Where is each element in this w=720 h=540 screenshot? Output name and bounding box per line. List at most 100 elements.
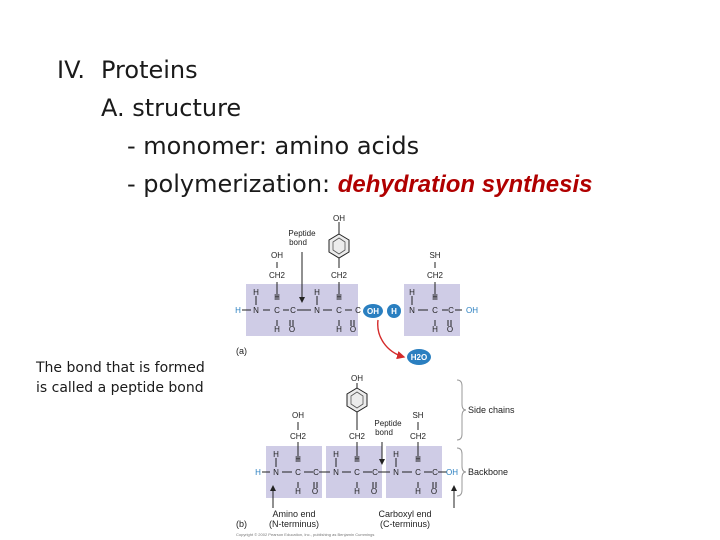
amino-acid-3-box — [404, 284, 460, 336]
peptide-bond-label-b-2: bond — [375, 428, 393, 437]
atom-sh-b: SH — [412, 411, 423, 420]
atom-o-2a: O — [350, 325, 356, 334]
water-release-arrow — [377, 319, 406, 360]
note-line-2: is called a peptide bond — [36, 380, 204, 396]
atom-h-bottom-2b: H — [354, 487, 360, 496]
atom-oh-removed: OH — [367, 307, 379, 316]
bullet-monomer: - monomer: amino acids — [127, 132, 420, 160]
subheading: A. structure — [101, 94, 242, 122]
atom-h-alpha-3a: H — [432, 293, 438, 302]
atom-ch2-3a: CH2 — [427, 271, 444, 280]
panel-b-label: (b) — [236, 519, 247, 529]
peptide-bond-note: The bond that is formed is called a pept… — [36, 358, 205, 398]
atom-c-alpha-3b: C — [415, 468, 421, 477]
atom-h-top-2b: H — [333, 450, 339, 459]
atom-c-alpha-1a: C — [274, 306, 280, 315]
atom-ch2-1b: CH2 — [290, 432, 307, 441]
atom-c-alpha-2b: C — [354, 468, 360, 477]
atom-oh-phenyl-a: OH — [333, 214, 345, 223]
amino-acid-1-box — [246, 284, 302, 336]
removed-h-bubble — [387, 304, 401, 318]
atom-h-top-1a: H — [253, 288, 259, 297]
atom-h-alpha-3b: H — [415, 455, 421, 464]
panel-a-label: (a) — [236, 346, 247, 356]
atom-h-alpha-2b: H — [354, 455, 360, 464]
copyright-notice: Copyright © 2002 Pearson Education, Inc.… — [236, 532, 374, 537]
atom-c-carbonyl-2b: C — [372, 468, 378, 477]
atom-h-alpha-1b: H — [295, 455, 301, 464]
panel-b-atoms: OH OH SH Peptide bond CH2 CH2 CH2 H H H … — [236, 374, 515, 537]
atom-c-alpha-3a: C — [432, 306, 438, 315]
n-terminus-label: (N-terminus) — [269, 519, 319, 529]
section-number: IV. — [57, 56, 86, 84]
water-bubble — [407, 349, 431, 365]
atom-ch2-2a: CH2 — [331, 271, 348, 280]
removed-oh-bubble — [363, 304, 383, 318]
panel-a-bonds — [242, 262, 462, 326]
bullet-polymerization-label: - polymerization: — [127, 170, 338, 198]
atom-h-n-terminal-b: H — [255, 468, 261, 477]
atom-h-bottom-1a: H — [274, 325, 280, 334]
amino-end-label: Amino end — [272, 509, 315, 519]
carboxyl-end-label: Carboxyl end — [378, 509, 431, 519]
dehydration-synthesis-term: dehydration synthesis — [337, 171, 593, 198]
atom-n-2a: N — [314, 306, 320, 315]
atom-n-1a: N — [253, 306, 259, 315]
atom-c-carbonyl-1a: C — [290, 306, 296, 315]
side-chains-label: Side chains — [468, 405, 515, 415]
atom-h-bottom-2a: H — [336, 325, 342, 334]
atom-h-bottom-3b: H — [415, 487, 421, 496]
c-terminus-label: (C-terminus) — [380, 519, 430, 529]
atom-c-alpha-1b: C — [295, 468, 301, 477]
atom-o-1b: O — [312, 487, 318, 496]
atom-ch2-2b: CH2 — [349, 432, 366, 441]
atom-h-bottom-3a: H — [432, 325, 438, 334]
atom-c-carbonyl-3b: C — [432, 468, 438, 477]
phenyl-ring-a-inner — [332, 237, 346, 255]
atom-h-top-2a: H — [314, 288, 320, 297]
peptide-bond-label-a-2: bond — [289, 238, 307, 247]
atom-c-carbonyl-2a: C — [355, 306, 361, 315]
note-line-1: The bond that is formed — [36, 360, 205, 376]
atom-ch2-1a: CH2 — [269, 271, 286, 280]
atom-h-alpha-2a: H — [336, 293, 342, 302]
atom-sh-a: SH — [429, 251, 440, 260]
atom-h-bottom-1b: H — [295, 487, 301, 496]
backbone-label: Backbone — [468, 467, 508, 477]
phenyl-ring-b-inner — [350, 391, 364, 409]
atom-n-1b: N — [273, 468, 279, 477]
section-title: Proteins — [101, 56, 198, 84]
atom-h-top-1b: H — [273, 450, 279, 459]
atom-n-3b: N — [393, 468, 399, 477]
panel-a — [242, 222, 462, 365]
atom-n-2b: N — [333, 468, 339, 477]
atom-o-2b: O — [371, 487, 377, 496]
panel-b-bonds — [262, 422, 447, 488]
atom-h-top-3a: H — [409, 288, 415, 297]
atom-oh-1a: OH — [271, 251, 283, 260]
atom-n-3a: N — [409, 306, 415, 315]
peptide-bond-label-a-1: Peptide — [288, 229, 316, 238]
atom-o-3a: O — [447, 325, 453, 334]
atom-h-top-3b: H — [393, 450, 399, 459]
atom-oh-1b: OH — [292, 411, 304, 420]
water-label: H2O — [411, 353, 427, 362]
residue-3-box — [386, 446, 442, 498]
atom-h-removed: H — [391, 307, 397, 316]
atom-c-carbonyl-3a: C — [448, 306, 454, 315]
atom-oh-c-terminal-a: OH — [466, 306, 478, 315]
atom-c-carbonyl-1b: C — [313, 468, 319, 477]
panel-b — [262, 379, 467, 508]
panel-a-atoms: OH Peptide bond OH SH CH2 CH2 CH2 H H H … — [235, 214, 478, 362]
atom-o-3b: O — [431, 487, 437, 496]
atom-h-alpha-1a: H — [274, 293, 280, 302]
peptide-bond-label-b-1: Peptide — [374, 419, 402, 428]
atom-oh-c-terminal-b: OH — [446, 468, 458, 477]
side-chains-bracket — [456, 379, 467, 441]
section-heading: IV. Proteins — [57, 56, 198, 84]
atom-o-1a: O — [289, 325, 295, 334]
atom-h-n-terminal-a: H — [235, 306, 241, 315]
atom-c-alpha-2a: C — [336, 306, 342, 315]
atom-oh-phenyl-b: OH — [351, 374, 363, 383]
